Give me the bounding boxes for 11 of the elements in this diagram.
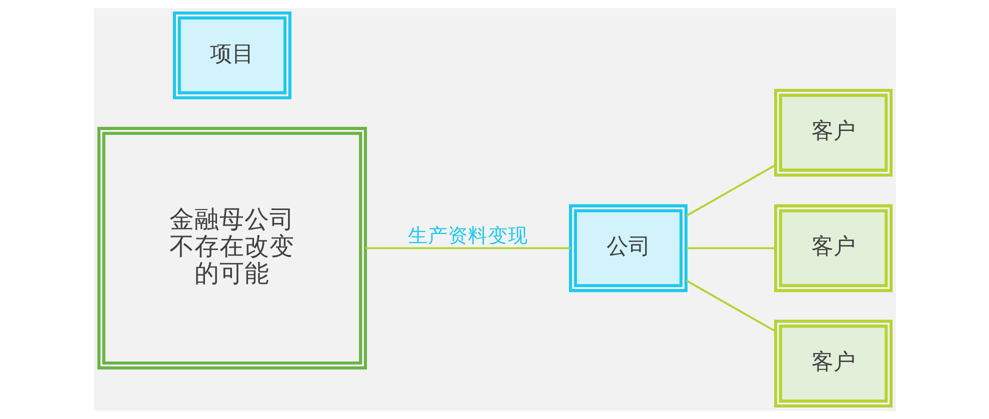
connector: [685, 280, 776, 332]
connector: [365, 247, 570, 250]
node-box: 客户: [774, 320, 892, 408]
node-box: 金融母公司不存在改变的可能: [96, 126, 366, 370]
node-box: 客户: [774, 88, 892, 177]
edge-label: 生产资料变现: [407, 224, 528, 247]
node-box: 客户: [774, 204, 892, 292]
connector: [685, 164, 776, 217]
node-box: 公司: [568, 204, 688, 292]
node-box: 项目: [172, 11, 291, 100]
connector: [686, 247, 776, 250]
